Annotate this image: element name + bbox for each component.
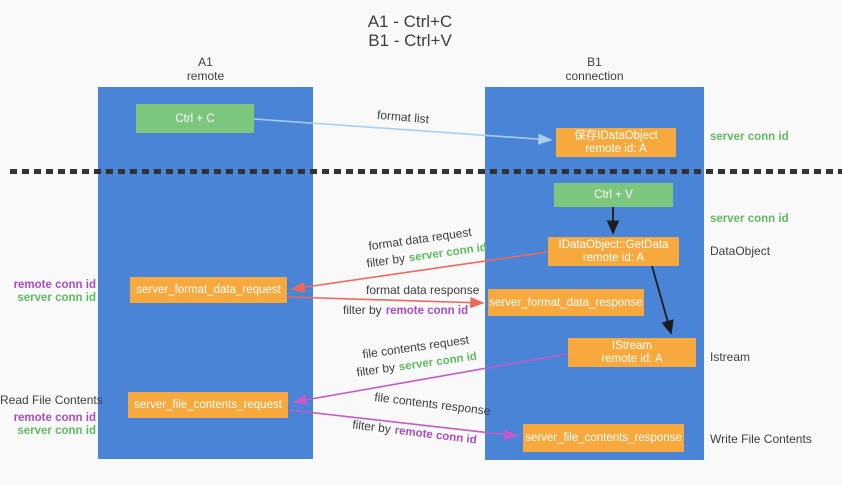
- edge-label-format-data-response: format data response: [366, 283, 480, 297]
- node-server-format-data-response: server_format_data_response: [488, 289, 644, 316]
- diagram-title: A1 - Ctrl+C B1 - Ctrl+V: [320, 12, 500, 50]
- file-contents-response-arrow: [288, 409, 519, 441]
- lane-a-name: A1: [198, 55, 213, 69]
- copy-paste-divider-line: [10, 169, 842, 174]
- format-data-response-arrow: [287, 296, 485, 309]
- label-server-conn-id-1: server conn id: [17, 292, 96, 304]
- node-server-format-data-request: server_format_data_request: [130, 277, 287, 303]
- node-getdata-remote-id: remote id: A: [582, 252, 645, 264]
- label-read-file-contents: Read File Contents: [0, 393, 103, 407]
- lane-b-header: B1 connection: [487, 55, 702, 83]
- title-line-1: A1 - Ctrl+C: [367, 12, 453, 31]
- node-istream-remote-id: remote id: A: [601, 353, 663, 365]
- node-getdata-title: IDataObject::GetData: [558, 239, 669, 251]
- node-istream: IStream remote id: A: [568, 338, 696, 367]
- filter-by-text: filter by: [343, 303, 382, 317]
- label-dataobject: DataObject: [710, 244, 771, 258]
- format-data-request-arrow: [290, 251, 548, 293]
- label-istream: Istream: [710, 350, 751, 364]
- node-save-idataobject: 保存IDataObject remote id: A: [556, 128, 676, 157]
- node-save-idataobject-title: 保存IDataObject: [574, 130, 658, 142]
- lane-a-subtitle: remote: [186, 69, 225, 83]
- node-istream-title: IStream: [611, 340, 653, 352]
- format-list-arrow: [253, 118, 553, 145]
- node-idataobject-getdata: IDataObject::GetData remote id: A: [548, 237, 679, 266]
- label-remote-conn-id-1: remote conn id: [13, 279, 96, 291]
- label-write-file-contents: Write File Contents: [710, 432, 812, 446]
- label-server-conn-id-mid: server conn id: [710, 213, 789, 225]
- label-server-conn-id-2: server conn id: [17, 425, 96, 437]
- getdata-to-istream-arrow: [651, 265, 674, 335]
- node-server-file-contents-request: server_file_contents_request: [128, 392, 288, 418]
- node-ctrl-v: Ctrl + V: [554, 183, 673, 207]
- file-contents-request-arrow: [292, 353, 568, 406]
- node-server-file-contents-response: server_file_contents_response: [523, 424, 684, 452]
- label-server-conn-id-top: server conn id: [710, 131, 789, 143]
- title-line-2: B1 - Ctrl+V: [368, 31, 452, 50]
- lane-b-name: B1: [587, 55, 602, 69]
- node-ctrl-c: Ctrl + C: [136, 104, 254, 133]
- lane-a-header: A1 remote: [98, 55, 313, 83]
- filter-key-remote-conn-id: remote conn id: [385, 305, 469, 317]
- lane-b-subtitle: connection: [565, 69, 624, 83]
- node-save-idataobject-remote-id: remote id: A: [585, 143, 647, 155]
- label-remote-conn-id-2: remote conn id: [13, 412, 96, 424]
